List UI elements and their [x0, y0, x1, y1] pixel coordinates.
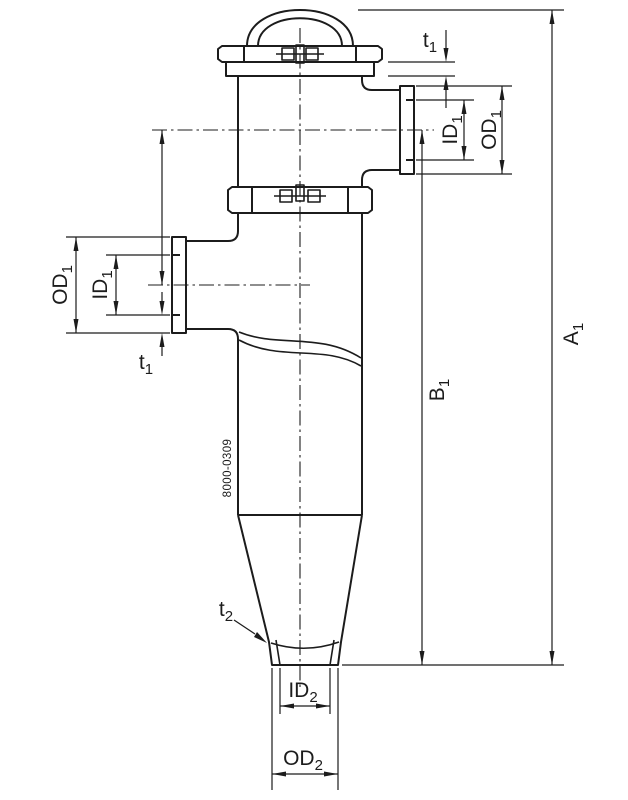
dim-id2: ID2 [279, 668, 331, 714]
label-a1-sub: 1 [570, 323, 587, 331]
dim-id1-right: ID1 [416, 99, 474, 161]
arrowhead-up [461, 100, 467, 114]
arrowhead-down [549, 651, 555, 665]
arrowhead-down [443, 48, 449, 62]
vessel [171, 9, 415, 666]
dim-a1: A1 [342, 9, 587, 666]
dim-t1-left: t1 [139, 292, 165, 378]
right-port [361, 79, 415, 181]
label-od2-sub: 2 [315, 757, 323, 774]
dim-t2: t2 [219, 598, 267, 643]
label-b1: B1 [426, 379, 453, 401]
dim-port-distance [159, 130, 165, 285]
arrowhead-left [272, 771, 286, 777]
label-a1-base: A [560, 331, 583, 345]
label-od2-base: OD [283, 747, 315, 770]
label-b1-sub: 1 [436, 379, 453, 387]
label-t1-left: t1 [139, 351, 153, 378]
label-t1-left-sub: 1 [145, 361, 153, 378]
mid-clamp-bolt [274, 184, 326, 203]
dim-t2-leader [233, 619, 256, 635]
label-id1-left-sub: 1 [99, 270, 116, 278]
label-id2-sub: 2 [309, 689, 317, 706]
label-id2: ID2 [288, 679, 317, 706]
arrowhead-down [159, 301, 165, 315]
arrowhead-left [280, 703, 294, 709]
dim-t1-top-lines [388, 30, 455, 108]
label-id2-base: ID [288, 679, 309, 702]
arrowhead-up [73, 237, 79, 251]
label-id1-left-base: ID [89, 279, 112, 300]
arrowhead-up [159, 333, 165, 347]
arrowhead-down [159, 271, 165, 285]
dim-b1: B1 [419, 130, 453, 665]
label-t2-sub: 2 [225, 608, 233, 625]
dim-od2: OD2 [271, 668, 339, 790]
label-od1-left-base: OD [49, 273, 72, 305]
label-t2: t2 [219, 598, 233, 625]
label-od1-left-sub: 1 [59, 265, 76, 273]
label-id1-left: ID1 [89, 270, 116, 299]
label-a1: A1 [560, 323, 587, 345]
arrowhead-down [419, 651, 425, 665]
arrowhead-up [499, 86, 505, 100]
label-od1-right-sub: 1 [488, 110, 505, 118]
dim-id1-left: ID1 [89, 254, 170, 316]
arrowhead-up [419, 130, 425, 144]
outlet-bore [270, 639, 340, 666]
arrowhead-down [499, 160, 505, 174]
arrowhead-down [461, 146, 467, 160]
arrowhead-right [324, 771, 338, 777]
label-id1-right: ID1 [439, 115, 466, 144]
label-id1-right-sub: 1 [449, 115, 466, 123]
arrowhead-up [159, 130, 165, 144]
label-od1-left: OD1 [49, 265, 76, 305]
arrowhead-up [443, 76, 449, 90]
dim-od1-right-lines [416, 85, 512, 175]
dim-t1-top: t1 [388, 29, 455, 108]
label-id1-right-base: ID [439, 124, 462, 145]
label-t1-top-sub: 1 [429, 39, 437, 56]
left-port [171, 230, 239, 340]
dim-od1-left: OD1 [49, 236, 170, 334]
arrowhead-down [73, 319, 79, 333]
vessel-body [237, 76, 363, 666]
label-t2-base: t [219, 598, 225, 621]
arrowhead [254, 632, 267, 643]
internal-bend-curve [238, 331, 362, 367]
arrowhead-right [316, 703, 330, 709]
dim-od1-right: OD1 [416, 85, 512, 175]
top-clamp-bolt [276, 44, 324, 64]
arrowhead-up [549, 10, 555, 24]
label-od1-right: OD1 [478, 110, 505, 150]
label-od1-right-base: OD [478, 118, 501, 150]
drawing-number: 8000-0309 [222, 439, 234, 498]
label-t1-top-base: t [423, 29, 429, 52]
label-od2: OD2 [283, 747, 323, 774]
mid-clamp-band [227, 186, 373, 214]
centerlines [148, 28, 434, 688]
lifting-handle [246, 9, 354, 47]
label-t1-left-base: t [139, 351, 145, 374]
arrowhead-down [113, 301, 119, 315]
arrowhead-up [113, 255, 119, 269]
top-clamp-band [217, 45, 383, 77]
label-b1-base: B [426, 387, 449, 401]
label-t1-top: t1 [423, 29, 437, 56]
dim-a1-lines [342, 9, 564, 666]
dim-od1-left-lines [66, 236, 170, 334]
